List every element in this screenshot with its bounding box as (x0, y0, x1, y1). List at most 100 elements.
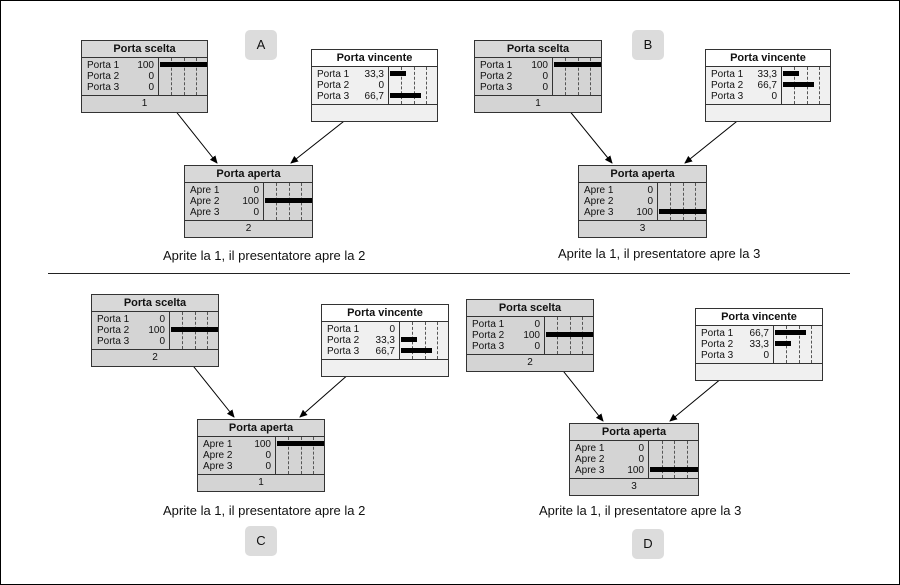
state-value: 66,7 (749, 328, 769, 339)
state-row: Porta 1 66,7 (696, 328, 773, 339)
node-evidence (706, 105, 830, 121)
grid-line (811, 326, 812, 363)
state-value: 0 (542, 82, 548, 93)
grid-line (674, 441, 675, 478)
section-divider (48, 273, 850, 274)
arrow-vincente-to-aperta (290, 117, 349, 164)
belief-bars (657, 183, 707, 220)
state-row: Apre 2 0 (579, 196, 657, 207)
state-row: Porta 3 0 (467, 341, 544, 352)
state-value: 66,7 (364, 91, 384, 102)
state-label: Porta 3 (472, 341, 505, 352)
state-label: Apre 2 (203, 450, 233, 461)
grid-line (799, 326, 800, 363)
grid-line (683, 183, 684, 220)
node-evidence (322, 360, 448, 376)
probability-bar (390, 93, 421, 98)
grid-line (819, 67, 820, 104)
state-label: Porta 2 (701, 339, 734, 350)
state-label: Porta 1 (701, 328, 734, 339)
grid-line (687, 441, 688, 478)
probability-bar (659, 209, 706, 214)
grid-line (695, 183, 696, 220)
node-evidence: 1 (141, 98, 148, 109)
node-title: Porta scelta (92, 295, 218, 312)
state-label: Porta 2 (472, 330, 505, 341)
state-value: 100 (242, 196, 259, 207)
node-evidence: 1 (258, 477, 264, 488)
node-title: Porta aperta (570, 424, 698, 441)
belief-bars (773, 326, 823, 363)
grid-line (662, 441, 663, 478)
node-title: Porta scelta (475, 41, 601, 58)
belief-bars (648, 441, 699, 478)
grid-line (301, 437, 302, 474)
state-value: 0 (159, 314, 165, 325)
arrow-scelta-to-aperta (189, 361, 235, 418)
panel-badge-a: A (245, 30, 277, 60)
grid-line (426, 67, 427, 104)
state-value: 0 (534, 341, 540, 352)
state-label: Porta 1 (327, 324, 360, 335)
node-evidence: 3 (639, 223, 646, 234)
state-value: 0 (148, 82, 154, 93)
arrow-scelta-to-aperta (567, 108, 613, 164)
state-value: 0 (638, 443, 644, 454)
belief-bars (158, 58, 208, 95)
state-value: 0 (771, 91, 777, 102)
state-label: Apre 1 (190, 185, 220, 196)
panel-badge-d: D (632, 529, 664, 559)
state-value: 100 (523, 330, 540, 341)
state-label: Apre 1 (584, 185, 614, 196)
node-evidence: 2 (245, 223, 252, 234)
node-title: Porta scelta (467, 300, 593, 317)
panel-caption: Aprite la 1, il presentatore apre la 2 (163, 248, 366, 263)
state-row: Porta 2 100 (467, 330, 544, 341)
state-value: 100 (148, 325, 165, 336)
node-title: Porta vincente (322, 305, 448, 322)
state-label: Apre 2 (584, 196, 614, 207)
state-label: Apre 3 (203, 461, 233, 472)
state-value: 33,3 (364, 69, 384, 80)
state-value: 0 (534, 319, 540, 330)
state-value: 0 (638, 454, 644, 465)
state-label: Porta 1 (97, 314, 130, 325)
state-value: 0 (647, 196, 653, 207)
node-evidence: 2 (527, 357, 533, 368)
grid-line (590, 58, 591, 95)
grid-line (184, 58, 185, 95)
state-label: Porta 3 (327, 346, 360, 357)
panel-caption: Aprite la 1, il presentatore apre la 3 (558, 246, 761, 261)
panel-caption: Aprite la 1, il presentatore apre la 2 (163, 503, 366, 518)
state-label: Porta 3 (701, 350, 734, 361)
belief-bars (544, 317, 594, 354)
